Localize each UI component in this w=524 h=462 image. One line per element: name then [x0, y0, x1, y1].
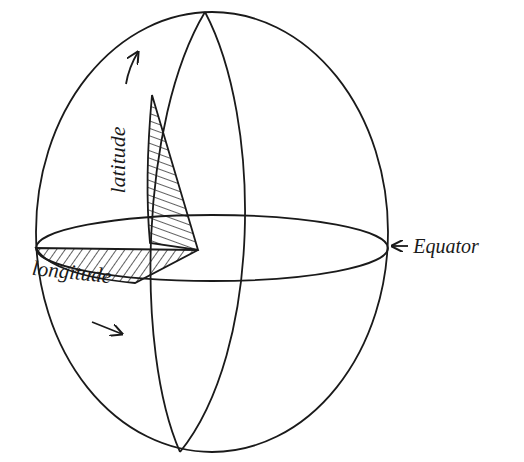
equator-label: Equator [413, 236, 479, 256]
latitude-arrow [126, 52, 138, 84]
longitude-arrow [92, 322, 122, 334]
latitude-label: latitude [107, 126, 129, 193]
sphere-outline [36, 12, 388, 452]
latitude-wedge [148, 95, 198, 250]
equator-arrow [392, 245, 408, 247]
